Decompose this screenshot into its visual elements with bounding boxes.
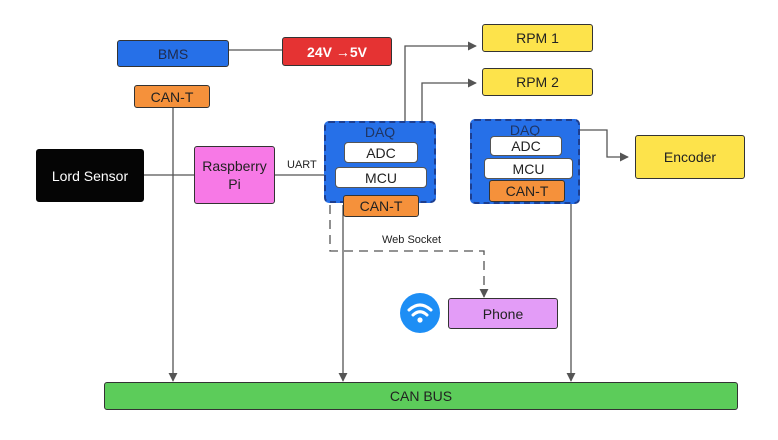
rpm2-label: RPM 2 (516, 74, 559, 90)
web-socket-line (329, 205, 489, 298)
daq2-adc-label: ADC (511, 138, 541, 154)
web-socket-label: Web Socket (382, 234, 442, 246)
bms-can-t-label: CAN-T (150, 88, 194, 105)
daq1-mcu-label: MCU (365, 169, 397, 186)
phone-box: Phone (448, 298, 558, 329)
bms-box: BMS (117, 40, 229, 67)
daq1-adc-box: ADC (344, 142, 418, 163)
rpm1-box: RPM 1 (482, 24, 593, 52)
daq1-can-t-box: CAN-T (343, 195, 419, 217)
can-bus-bar: CAN BUS (104, 382, 738, 410)
converter-box: 24V →5V (282, 37, 392, 66)
rpm1-label: RPM 1 (516, 30, 559, 46)
daq2-adc-box: ADC (490, 136, 562, 156)
daq2-can-t-box: CAN-T (489, 180, 565, 202)
phone-label: Phone (482, 305, 524, 322)
encoder-box: Encoder (635, 135, 745, 179)
raspberry-pi-label-line2: Pi (228, 176, 241, 192)
can-bus-label: CAN BUS (389, 388, 453, 404)
wifi-icon (400, 293, 440, 333)
raspberry-pi-label-line1: Raspberry (202, 158, 267, 174)
daq1-mcu-box: MCU (335, 167, 427, 188)
daq1-can-t-label: CAN-T (359, 198, 403, 214)
daq2-mcu-box: MCU (484, 158, 573, 179)
raspberry-pi-box: Raspberry Pi (194, 146, 275, 204)
daq1-title: DAQ (364, 124, 396, 140)
bms-can-t-box: CAN-T (134, 85, 210, 108)
daq2-title: DAQ (509, 122, 541, 138)
uart-label: UART (287, 159, 317, 171)
daq1-adc-label: ADC (366, 144, 396, 161)
lord-sensor-box: Lord Sensor (36, 149, 144, 202)
lord-sensor-label: Lord Sensor (51, 167, 129, 184)
daq2-can-t-label: CAN-T (505, 183, 549, 199)
rpm2-box: RPM 2 (482, 68, 593, 96)
daq2-mcu-label: MCU (512, 160, 545, 177)
daq1-to-rpm2-line (421, 78, 477, 122)
bms-label: BMS (157, 45, 189, 62)
converter-label: 24V →5V (307, 43, 367, 60)
daq1-to-rpm1-line (404, 41, 477, 122)
encoder-label: Encoder (663, 149, 717, 165)
daq2-to-encoder-line (580, 129, 629, 162)
